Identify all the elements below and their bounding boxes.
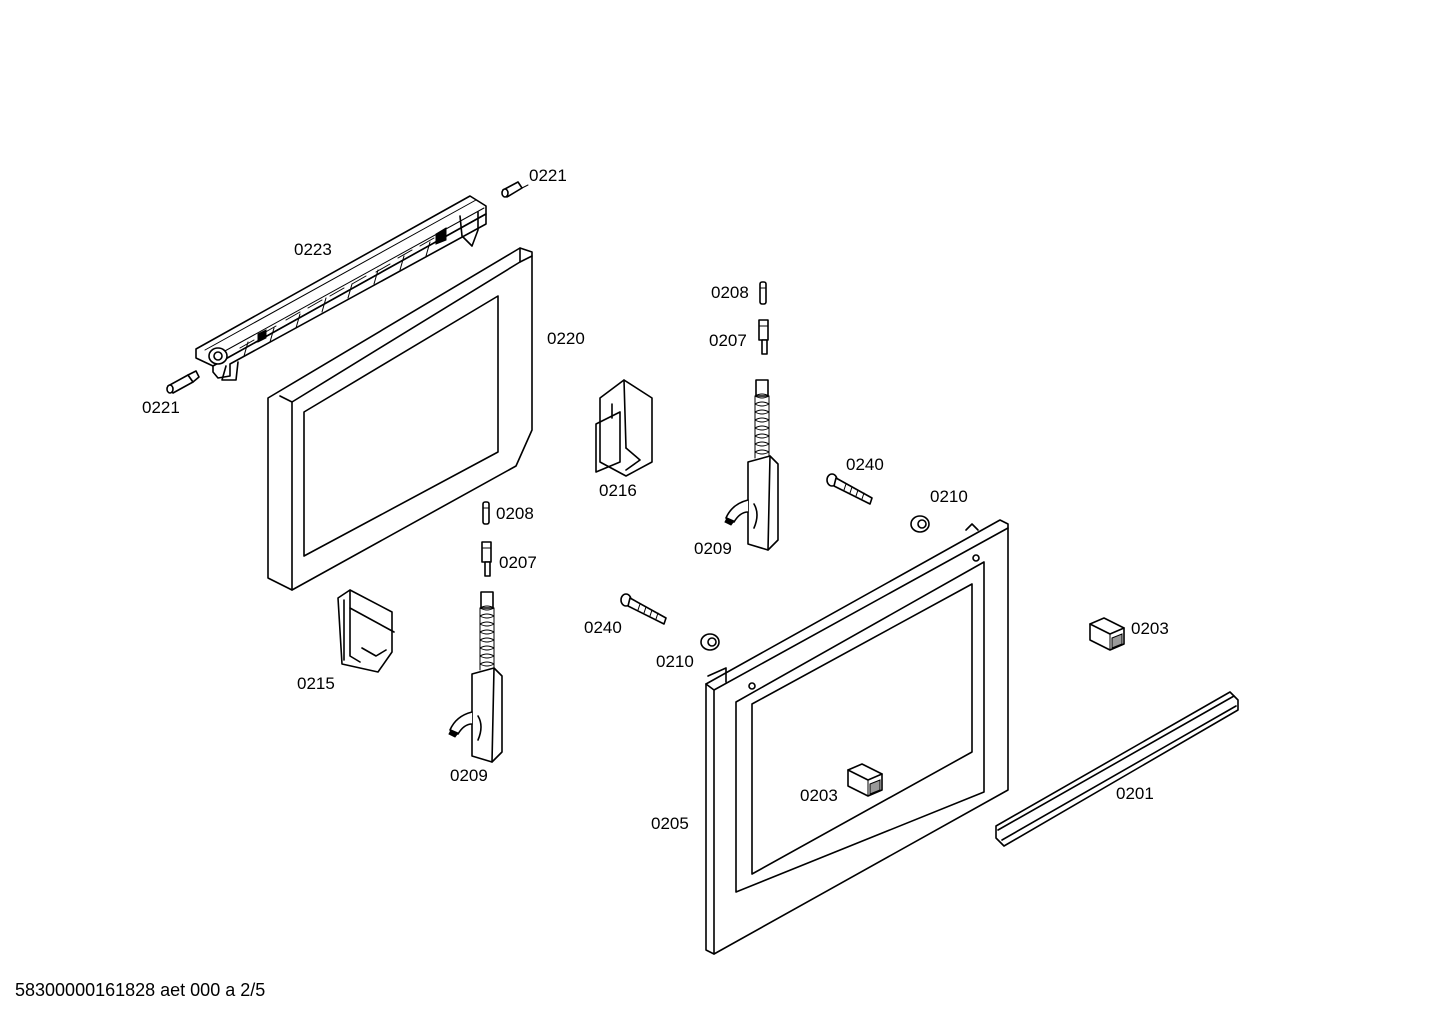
part-0207-pin-right (758, 319, 769, 355)
label-0207-right: 0207 (709, 331, 747, 350)
label-0208-left: 0208 (496, 504, 534, 523)
part-0208-pin-left (482, 501, 490, 525)
part-0216-bracket (595, 379, 653, 477)
label-0205: 0205 (651, 814, 689, 833)
part-0221-pin-left (166, 370, 200, 394)
label-0221-top: 0221 (529, 166, 567, 185)
label-0223: 0223 (294, 240, 332, 259)
part-0223-trim-bar (195, 195, 487, 381)
drawing-reference-code: 58300000161828 aet 000 a 2/5 (15, 980, 266, 1000)
label-0209-left: 0209 (450, 766, 488, 785)
part-0210-nut-right (910, 515, 930, 533)
part-0205-outer-door (705, 519, 1009, 955)
label-0210-right: 0210 (930, 487, 968, 506)
label-0201: 0201 (1116, 784, 1154, 803)
label-0208-right: 0208 (711, 283, 749, 302)
part-0210-nut-left (700, 633, 720, 651)
part-0201-trim-strip (995, 691, 1239, 847)
label-0215: 0215 (297, 674, 335, 693)
part-0203-clip-right (1089, 617, 1125, 651)
label-0216: 0216 (599, 481, 637, 500)
label-0240-left: 0240 (584, 618, 622, 637)
label-0221-left: 0221 (142, 398, 180, 417)
label-0240-right: 0240 (846, 455, 884, 474)
label-0210-left: 0210 (656, 652, 694, 671)
part-0207-pin-left (481, 541, 492, 577)
label-0209-right: 0209 (694, 539, 732, 558)
part-0209-hinge-right (724, 379, 779, 551)
label-0203-right: 0203 (1131, 619, 1169, 638)
label-0203-center: 0203 (800, 786, 838, 805)
part-0208-pin-right (759, 281, 767, 305)
part-0240-screw-left (620, 593, 667, 625)
part-0203-clip-center (847, 763, 883, 797)
part-0209-hinge-left (448, 591, 503, 763)
part-0221-pin-top (501, 181, 529, 198)
label-0207-left: 0207 (499, 553, 537, 572)
part-0215-bracket (337, 589, 395, 673)
label-0220: 0220 (547, 329, 585, 348)
part-0220-inner-glass (267, 247, 533, 591)
part-0240-screw-right (826, 473, 873, 505)
